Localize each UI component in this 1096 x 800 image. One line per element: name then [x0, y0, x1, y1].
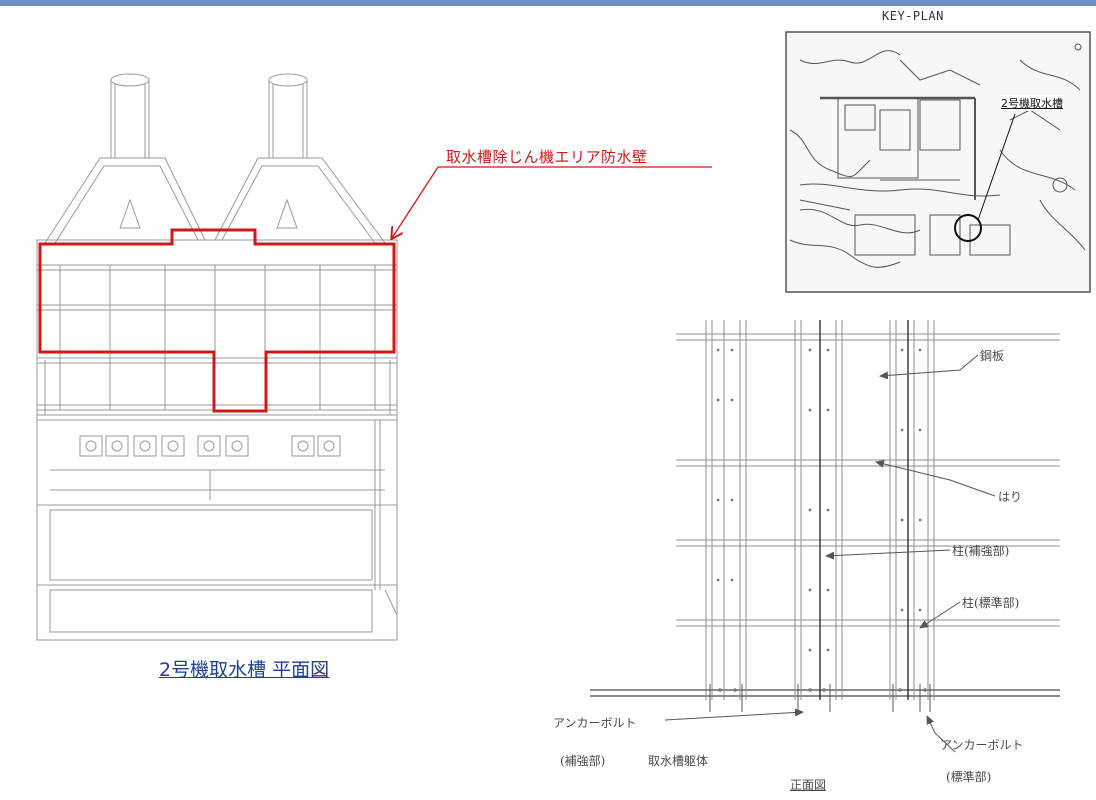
anchor-reinforced-label: (補強部) [560, 754, 606, 768]
intake-body-label: 取水槽躯体 [648, 754, 709, 768]
steel-plate-label: 鋼板 [980, 349, 1005, 363]
plan-view-drawing [36, 73, 398, 641]
key-plan-title: KEY-PLAN [882, 9, 944, 23]
front-view-drawing [590, 320, 1060, 712]
waterproof-wall-outline [38, 228, 396, 413]
key-plan-map [785, 31, 1091, 293]
hood-outlines [44, 157, 386, 244]
beam-label: はり [998, 490, 1023, 504]
waterproof-wall-callout: 取水槽除じん機エリア防水壁 [446, 148, 648, 166]
pump-row [79, 435, 341, 457]
anchor-bolt-right-label: アンカーボルト [940, 738, 1024, 752]
anchor-bolt-left-label: アンカーボルト [553, 716, 637, 730]
stack-left [110, 73, 150, 158]
key-plan-target-circle [954, 214, 982, 242]
stack-right [268, 73, 308, 158]
top-accent-bar [0, 0, 1096, 6]
column-standard-label: 柱(標準部) [962, 596, 1020, 610]
anchor-standard-label: (標準部) [946, 770, 992, 784]
plan-view-caption: 2号機取水槽 平面図 [159, 659, 330, 681]
key-plan-marker-label: 2号機取水槽 [1000, 95, 1064, 111]
callout-leader-line [392, 166, 712, 238]
front-view-caption: 正面図 [790, 778, 827, 792]
column-reinforced-label: 柱(補強部) [952, 544, 1010, 558]
front-view-leaders [664, 354, 996, 753]
